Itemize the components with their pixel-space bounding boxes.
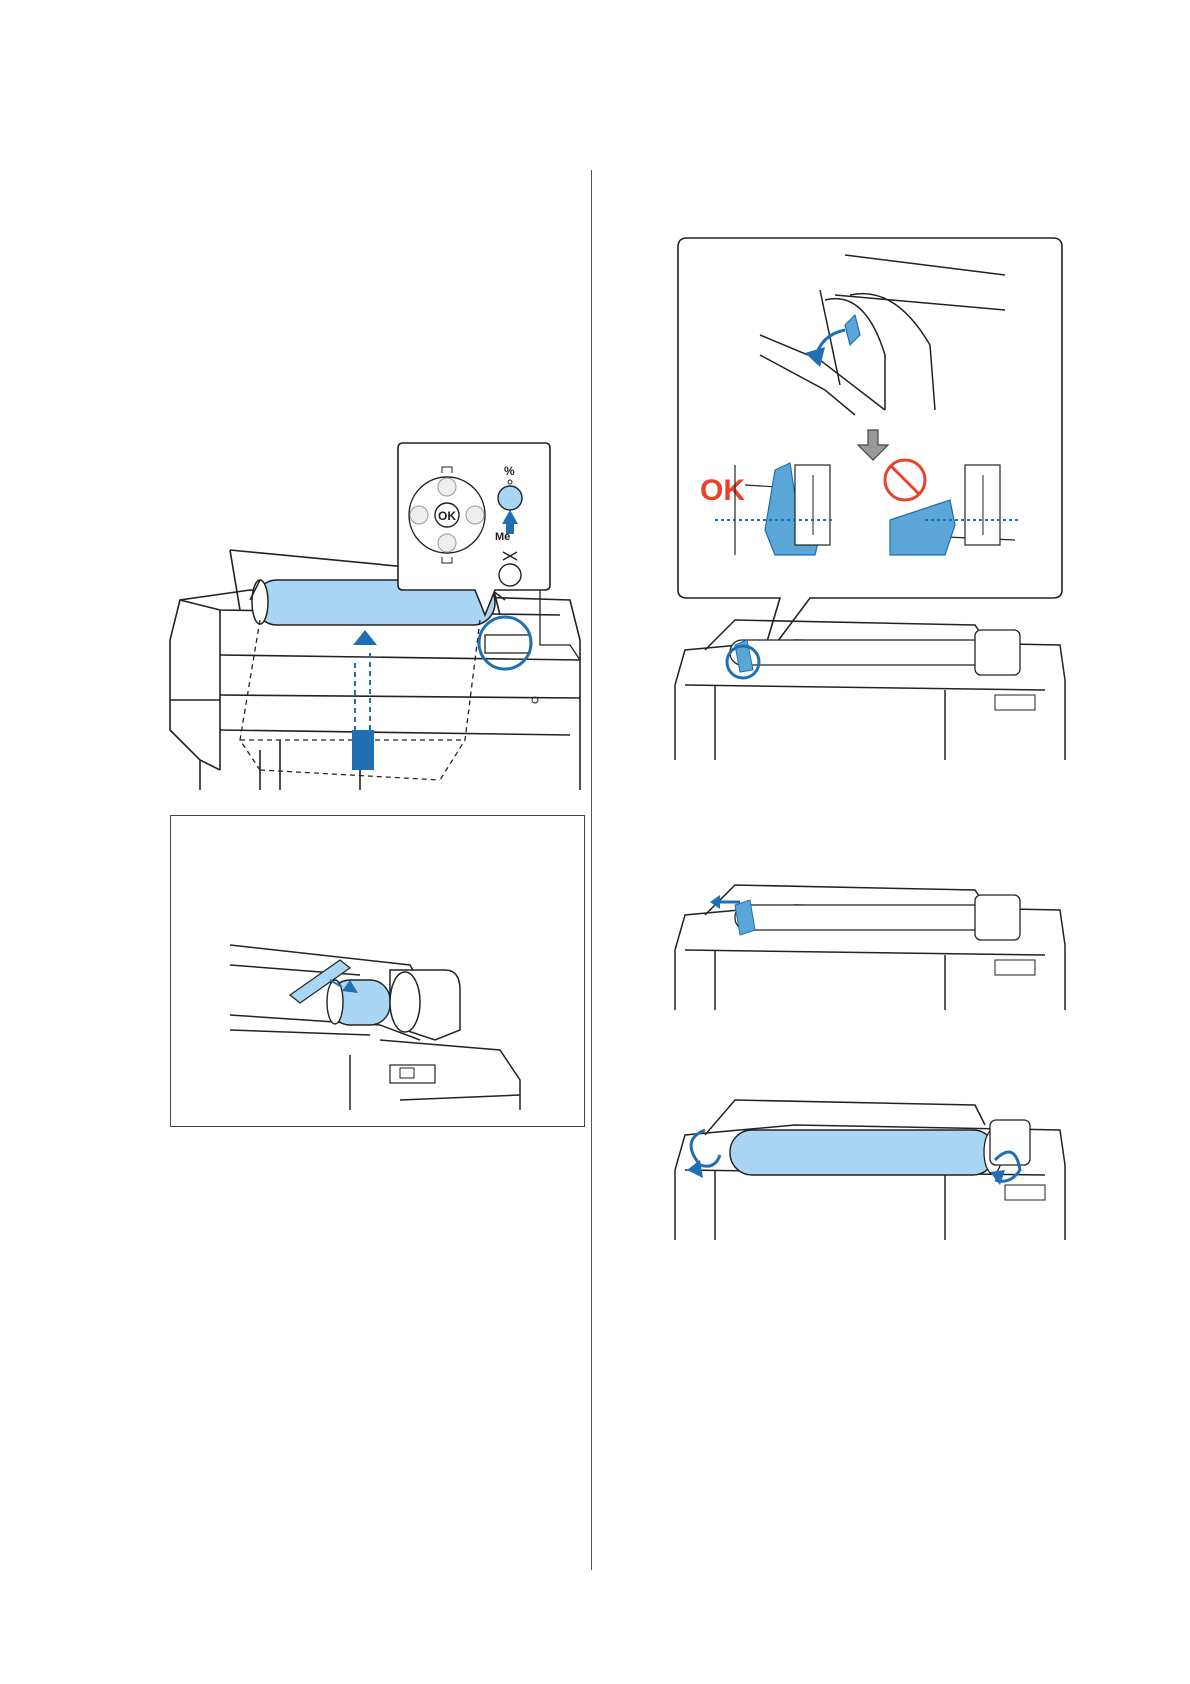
column-divider <box>591 170 592 1570</box>
menu-button-label: Me <box>495 531 510 543</box>
feed-arrow <box>352 630 377 770</box>
ok-label: OK <box>700 474 745 507</box>
ok-button-label: OK <box>438 509 456 523</box>
lock-lever-callout: OK <box>675 235 1065 625</box>
printer-rotate-illustration <box>675 1090 1065 1240</box>
printer-slide-illustration <box>675 880 1065 1010</box>
pause-symbol: % <box>504 464 515 478</box>
printer-lock-illustration <box>675 610 1065 760</box>
control-panel-callout: OK Me % <box>395 440 555 600</box>
note-tape-illustration <box>230 940 530 1110</box>
